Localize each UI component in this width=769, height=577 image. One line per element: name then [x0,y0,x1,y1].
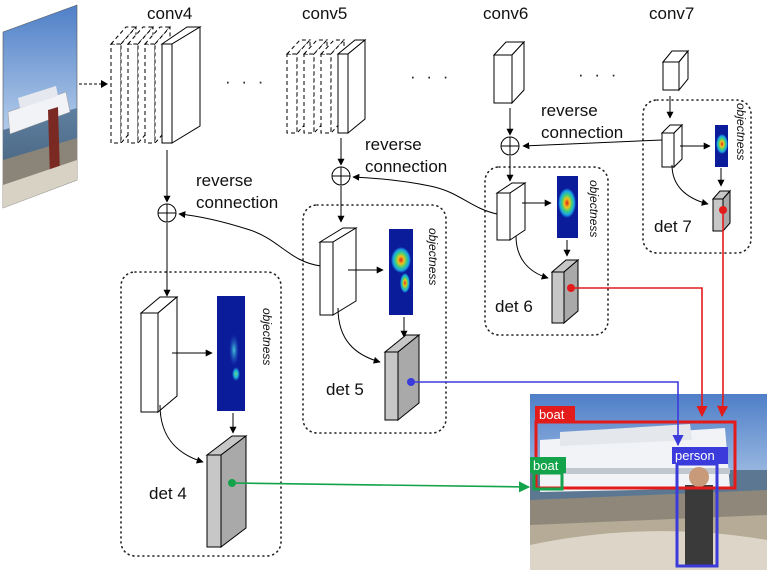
input-image [2,4,78,209]
det5-output-link [411,381,684,447]
person-tag-label: person [675,448,715,463]
conv5-stack [285,38,367,135]
det5-objectness-label: objectness [426,228,440,285]
det5-detector-block [383,333,421,422]
conv7-block [661,49,690,92]
det4-feature-map [139,295,179,414]
reverse-label-6-a: reverse [365,135,422,154]
det7-output-link [716,210,729,418]
boat-tag-bg [535,406,575,422]
det4-objectness-label: objectness [260,308,274,365]
det6-label: det 6 [495,297,533,316]
reverse-label-7-a: reverse [541,101,598,120]
conv5-label: conv5 [302,4,347,23]
person-tag-bg [672,447,728,464]
det6-objectness-label: objectness [587,180,601,237]
small-boat-tag-bg [530,457,566,473]
det5-objectness-map [389,229,413,315]
det4-objectness-map [217,296,245,411]
det7-panel [642,99,752,254]
reverse-label-5-b: connection [196,193,278,212]
det5-panel [302,204,447,434]
ellipsis-1: · · · [225,72,266,91]
ellipsis-2: · · · [410,67,451,86]
det7-label: det 7 [654,217,692,236]
conv6-block [492,40,526,105]
small-boat-tag-label: boat [533,458,559,473]
conv4-stack [109,25,202,145]
sum-node-4 [157,203,177,223]
boat-tag-label: boat [539,407,565,422]
det7-feature-map [660,123,684,169]
det6-objectness-map [557,176,578,238]
det6-output-link [571,287,708,418]
det4-panel [120,271,282,557]
conv7-label: conv7 [649,4,694,23]
det4-output-link [231,481,531,493]
det6-detector-block [550,258,580,325]
reverse-label-7-b: connection [541,123,623,142]
reverse-label-6-b: connection [365,157,447,176]
conv6-label: conv6 [483,4,528,23]
det7-objectness-map [715,125,728,167]
det5-feature-map [318,227,358,316]
sum-node-6 [500,136,520,156]
det5-label: det 5 [326,380,364,399]
det6-feature-map [495,182,527,241]
sum-node-5 [331,166,351,186]
det4-label: det 4 [149,484,187,503]
det4-detector-block [205,434,248,549]
det7-objectness-label: objectness [734,103,748,160]
boat-detection-box [534,420,737,490]
reverse-label-5-a: reverse [196,171,253,190]
det6-panel [484,166,609,336]
ellipsis-3: · · · [578,65,619,84]
conv4-label: conv4 [147,4,192,23]
